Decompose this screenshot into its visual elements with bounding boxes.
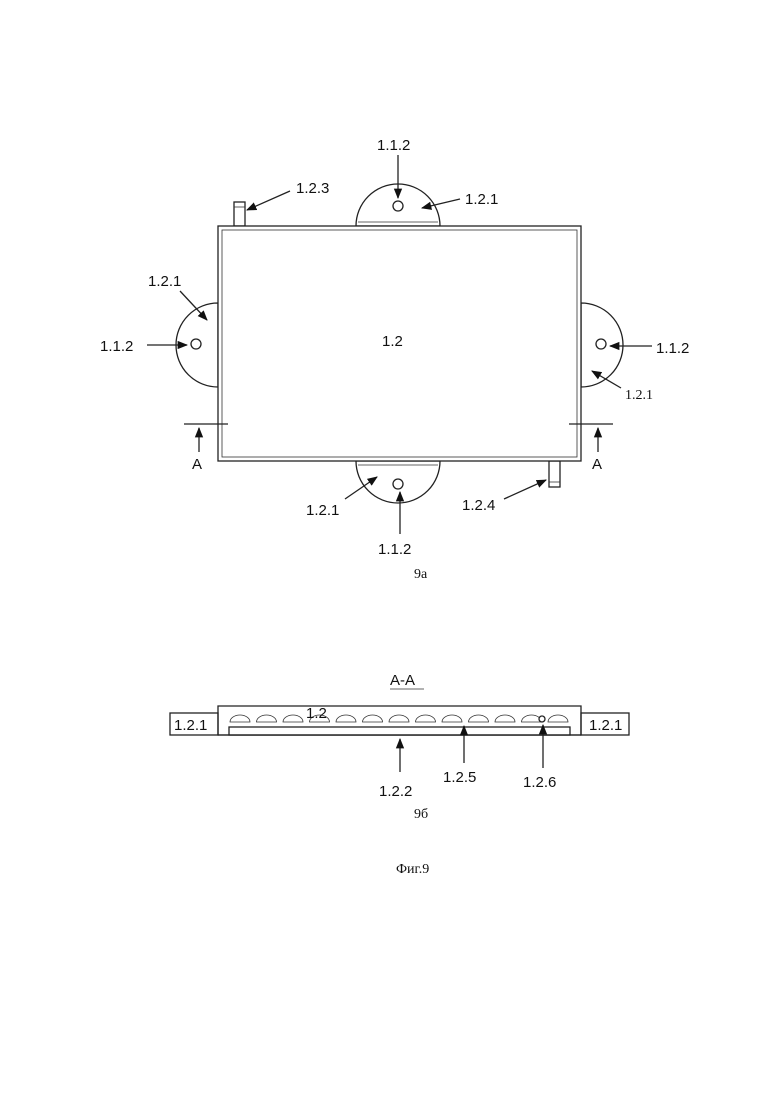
cavity <box>442 715 462 722</box>
section-label-hole: 1.2.6 <box>523 774 556 791</box>
label-section-right: A <box>592 456 602 473</box>
label-ear-right: 1.2.1 <box>625 388 653 403</box>
cavity <box>283 715 303 722</box>
label-hole-left: 1.1.2 <box>100 338 133 355</box>
cavity <box>416 715 436 722</box>
sublabel-9b: 9б <box>414 807 428 822</box>
label-ear-left: 1.2.1 <box>148 273 181 290</box>
cavities <box>230 715 568 722</box>
label-pin-top: 1.2.3 <box>296 180 329 197</box>
figure-caption: Фиг.9 <box>396 862 429 877</box>
cavity <box>363 715 383 722</box>
label-hole-bottom: 1.1.2 <box>378 541 411 558</box>
pin-top <box>234 202 245 226</box>
cavity <box>389 715 409 722</box>
cavity <box>548 715 568 722</box>
ear-right <box>581 303 623 387</box>
label-hole-top: 1.1.2 <box>377 137 410 154</box>
section-label-bottom: 1.2.2 <box>379 783 412 800</box>
top-view: 1.1.2 1.2.1 1.2.3 1.2.1 1.1.2 1.2 1.1.2 … <box>100 137 689 582</box>
cavity <box>257 715 277 722</box>
cavity <box>495 715 515 722</box>
label-body: 1.2 <box>382 333 403 350</box>
label-hole-right: 1.1.2 <box>656 340 689 357</box>
cavity <box>336 715 356 722</box>
label-ear-top: 1.2.1 <box>465 191 498 208</box>
section-label-body: 1.2 <box>306 705 327 722</box>
section-hole <box>539 716 545 722</box>
sublabel-9a: 9а <box>414 567 428 582</box>
section-view: А-А 1.2.1 1.2.1 1.2 1.2.2 1.2.5 1.2.6 9б <box>170 672 629 822</box>
section-label-cavity: 1.2.5 <box>443 769 476 786</box>
label-ear-bottom: 1.2.1 <box>306 502 339 519</box>
label-pin-bottom: 1.2.4 <box>462 497 495 514</box>
section-label-ear-left: 1.2.1 <box>174 717 207 734</box>
section-title: А-А <box>390 672 415 689</box>
section-label-ear-right: 1.2.1 <box>589 717 622 734</box>
cavity <box>469 715 489 722</box>
pin-bottom <box>549 461 560 487</box>
label-section-left: A <box>192 456 202 473</box>
cavity <box>230 715 250 722</box>
